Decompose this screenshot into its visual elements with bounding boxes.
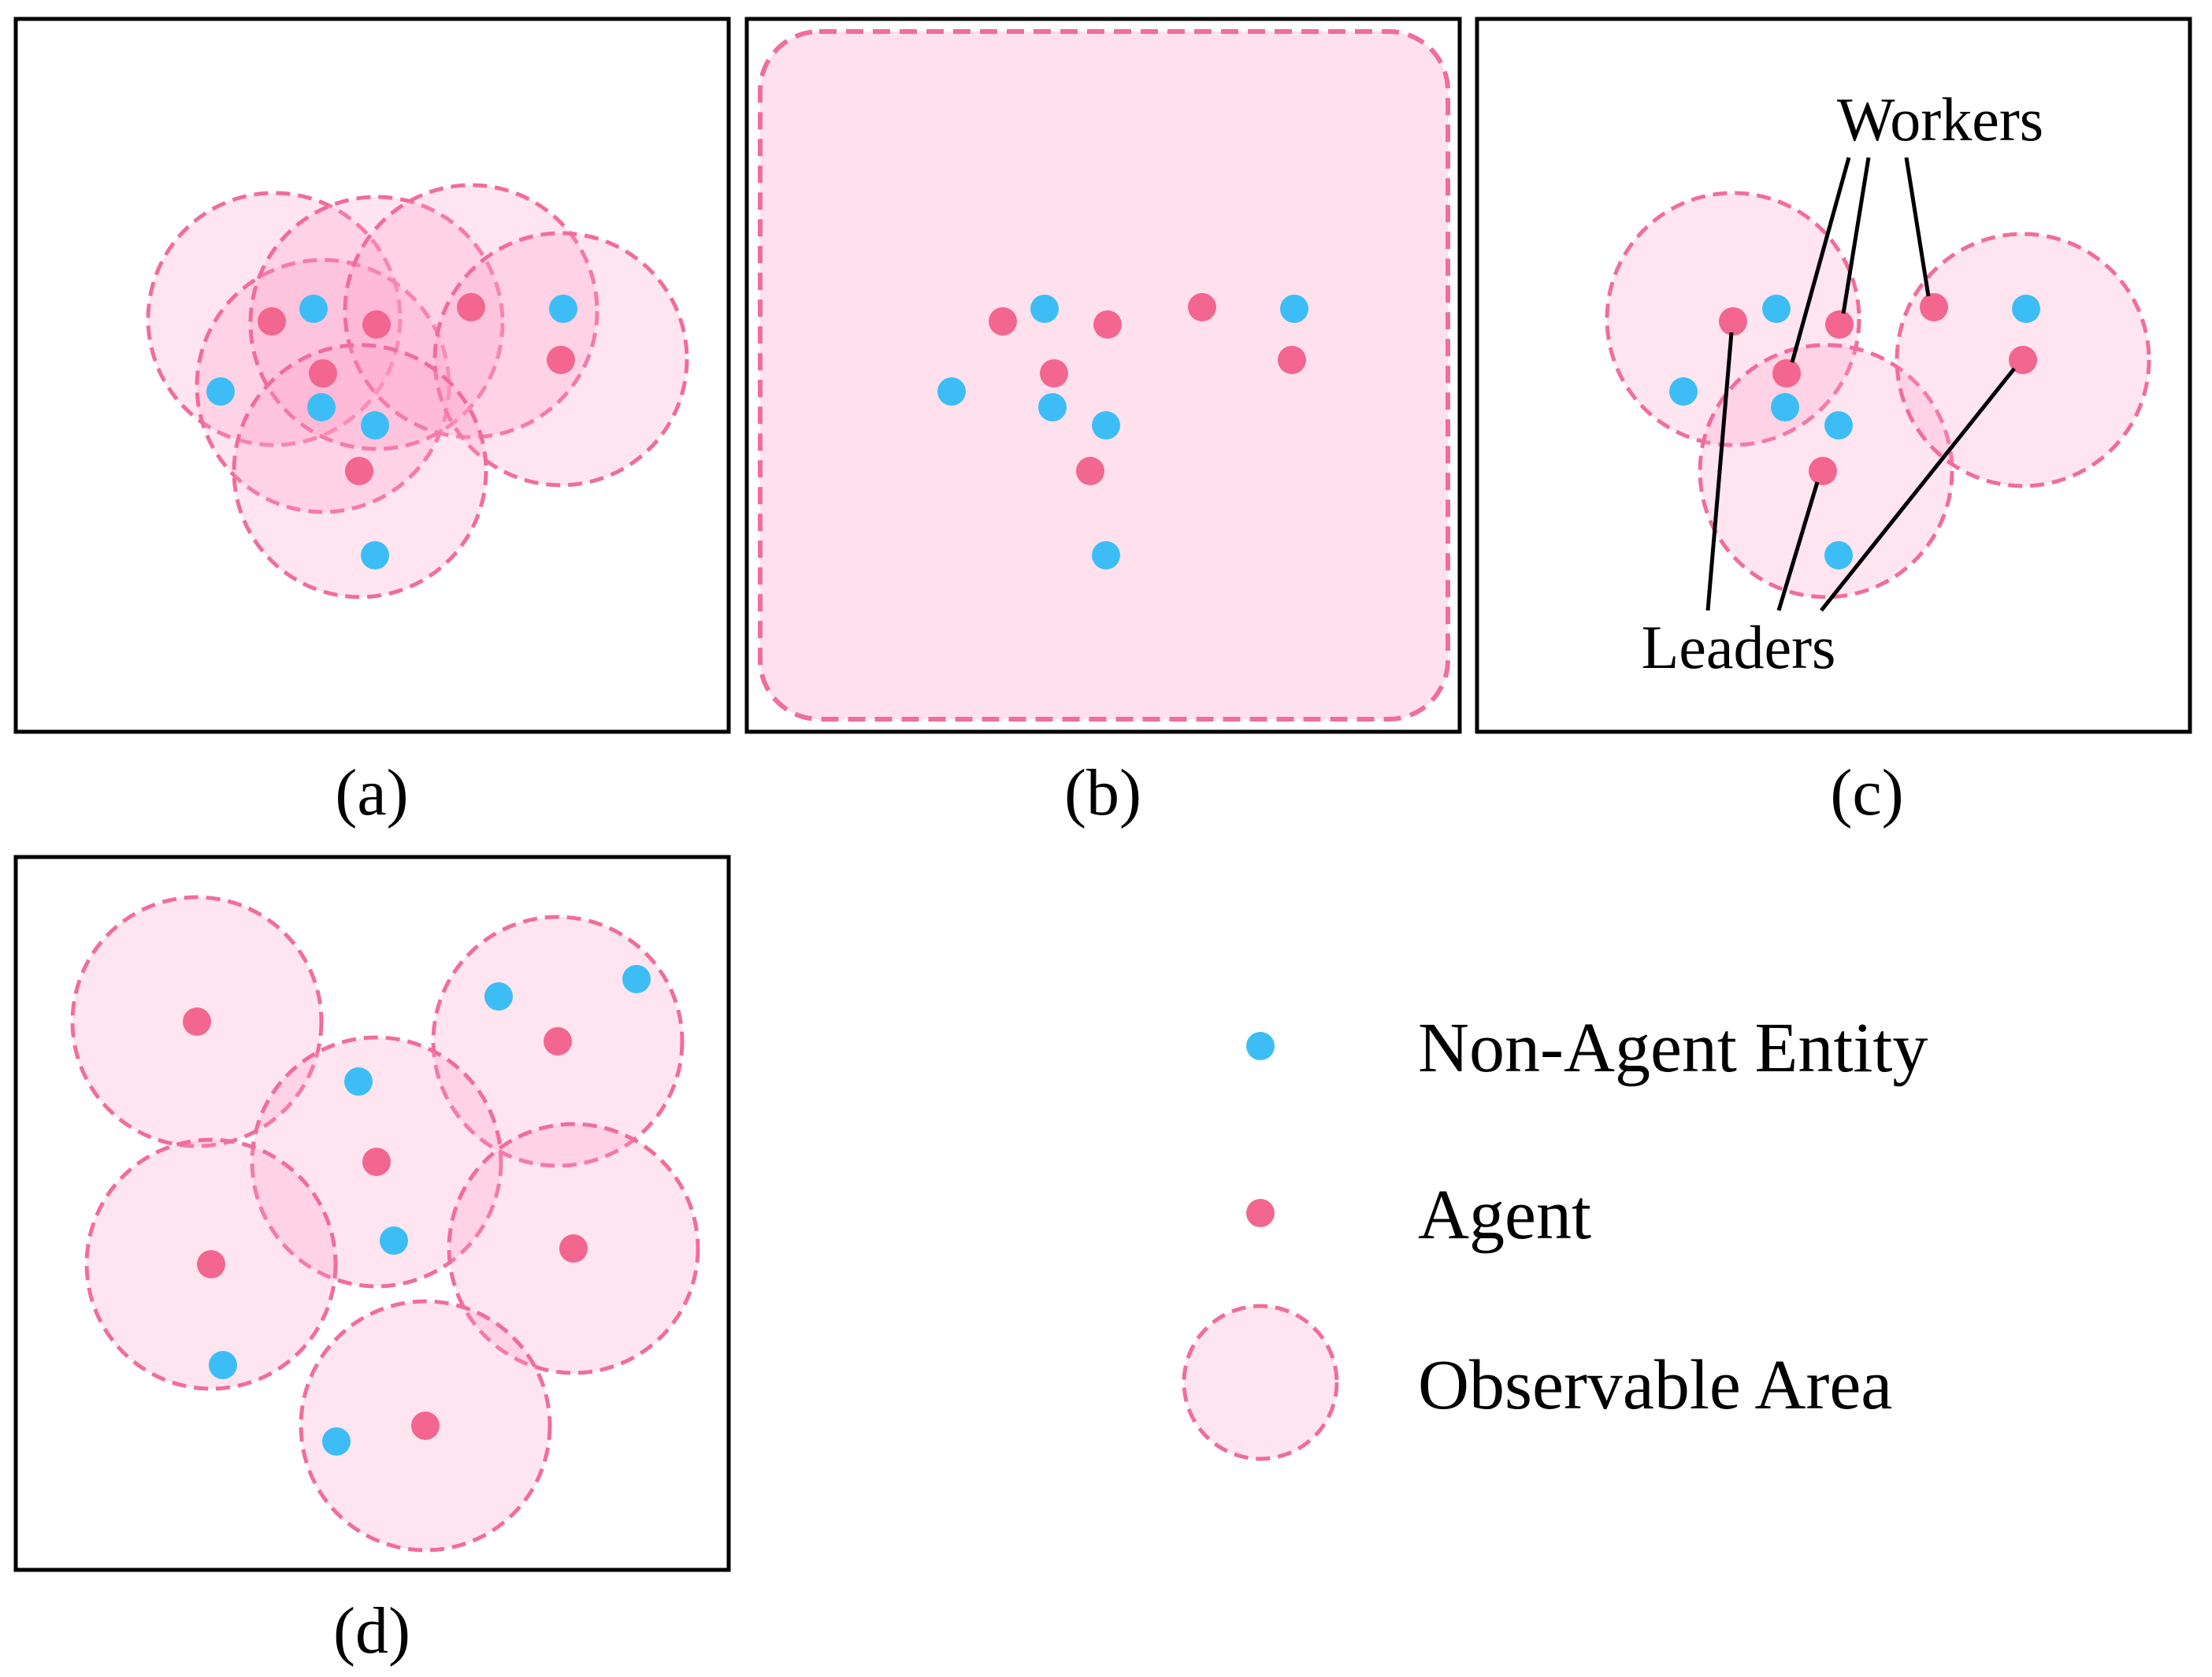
entity-dot xyxy=(1762,295,1791,323)
agent-dot xyxy=(1188,293,1216,321)
panel-a: (a) xyxy=(13,17,731,829)
entity-dot xyxy=(549,295,577,323)
entity-dot xyxy=(299,295,328,323)
agent-dot xyxy=(547,346,575,374)
agent-dot xyxy=(559,1234,588,1263)
agent-dot-worker xyxy=(1772,359,1801,388)
agent-dot xyxy=(197,1250,225,1278)
entity-dot xyxy=(1824,411,1853,440)
legend-entity-dot xyxy=(1246,1032,1275,1060)
worker-pointer xyxy=(1841,157,1871,314)
legend-agent-label: Agent xyxy=(1418,1176,1591,1254)
agent-dot-worker xyxy=(1920,293,1948,321)
panel-b: (b) xyxy=(744,17,1462,829)
leader-pointer xyxy=(1820,367,2016,612)
legend-area-label: Observable Area xyxy=(1418,1346,1892,1424)
panel-a-frame xyxy=(13,17,731,734)
agent-dot xyxy=(457,293,485,321)
panel-c-dots xyxy=(1669,293,2040,570)
agent-dot xyxy=(1076,457,1104,485)
agent-dot xyxy=(1093,310,1122,339)
agent-dot-worker xyxy=(1825,310,1854,339)
entity-dot xyxy=(1030,295,1059,323)
entity-dot xyxy=(380,1226,408,1255)
legend-entity: Non-Agent Entity xyxy=(1246,1009,1928,1087)
entity-dot xyxy=(307,393,336,421)
legend-entity-label: Non-Agent Entity xyxy=(1418,1009,1928,1087)
caption-c: (c) xyxy=(1830,756,1903,829)
entity-dot xyxy=(937,377,966,406)
panel-b-dots xyxy=(937,293,1308,570)
observable-area-full xyxy=(758,29,1450,722)
panel-a-dots xyxy=(206,293,577,570)
agent-dot xyxy=(544,1027,572,1056)
entity-dot xyxy=(1092,541,1120,570)
legend-agent: Agent xyxy=(1246,1176,1591,1254)
entity-dot xyxy=(1824,541,1853,570)
worker-pointer xyxy=(1790,157,1851,363)
panel-c-frame xyxy=(1475,17,2192,734)
panel-d-frame xyxy=(13,855,731,1572)
panel-d: (d) xyxy=(13,855,731,1668)
entity-dot xyxy=(361,411,389,440)
entity-dot xyxy=(1038,393,1067,421)
agent-dot xyxy=(1278,346,1306,374)
leader-pointer xyxy=(1705,332,1734,611)
entity-dot xyxy=(2012,295,2040,323)
agent-dot xyxy=(989,307,1017,336)
worker-pointer xyxy=(1904,157,1931,297)
panel-c: Workers Leaders (c) xyxy=(1475,17,2192,829)
entity-dot xyxy=(484,982,513,1011)
leaders-label: Leaders xyxy=(1642,613,1836,681)
legend-area: Observable Area xyxy=(1182,1304,1892,1461)
caption-a: (a) xyxy=(335,756,408,829)
entity-dot xyxy=(344,1067,373,1096)
panel-c-pointers xyxy=(1705,157,2016,612)
legend: Non-Agent Entity Agent Observable Area xyxy=(1182,1009,1928,1461)
caption-b: (b) xyxy=(1064,756,1141,829)
agent-dot-leader xyxy=(1809,457,1837,485)
entity-dot xyxy=(1771,393,1799,421)
agent-dot xyxy=(411,1412,440,1440)
legend-agent-dot xyxy=(1246,1199,1275,1227)
agent-dot xyxy=(309,359,337,388)
entity-dot xyxy=(1669,377,1698,406)
entity-dot xyxy=(206,377,235,406)
caption-d: (d) xyxy=(333,1594,410,1668)
entity-dot xyxy=(1092,411,1120,440)
agent-dot xyxy=(258,307,286,336)
panel-b-frame xyxy=(744,17,1462,734)
agent-dot xyxy=(362,1148,391,1176)
entity-dot xyxy=(209,1351,237,1379)
agent-dot xyxy=(362,310,391,339)
legend-area-swatch xyxy=(1182,1304,1339,1461)
leader-pointer xyxy=(1776,481,1820,611)
agent-dot xyxy=(1040,359,1068,388)
panel-d-dots xyxy=(183,965,651,1456)
entity-dot xyxy=(622,965,651,993)
agent-dot-leader xyxy=(2009,346,2037,374)
workers-label: Workers xyxy=(1837,85,2043,154)
entity-dot xyxy=(322,1427,351,1456)
agent-dot xyxy=(345,457,373,485)
entity-dot xyxy=(1280,295,1308,323)
entity-dot xyxy=(361,541,389,570)
agent-dot-leader xyxy=(1719,307,1747,336)
agent-dot xyxy=(183,1007,211,1036)
